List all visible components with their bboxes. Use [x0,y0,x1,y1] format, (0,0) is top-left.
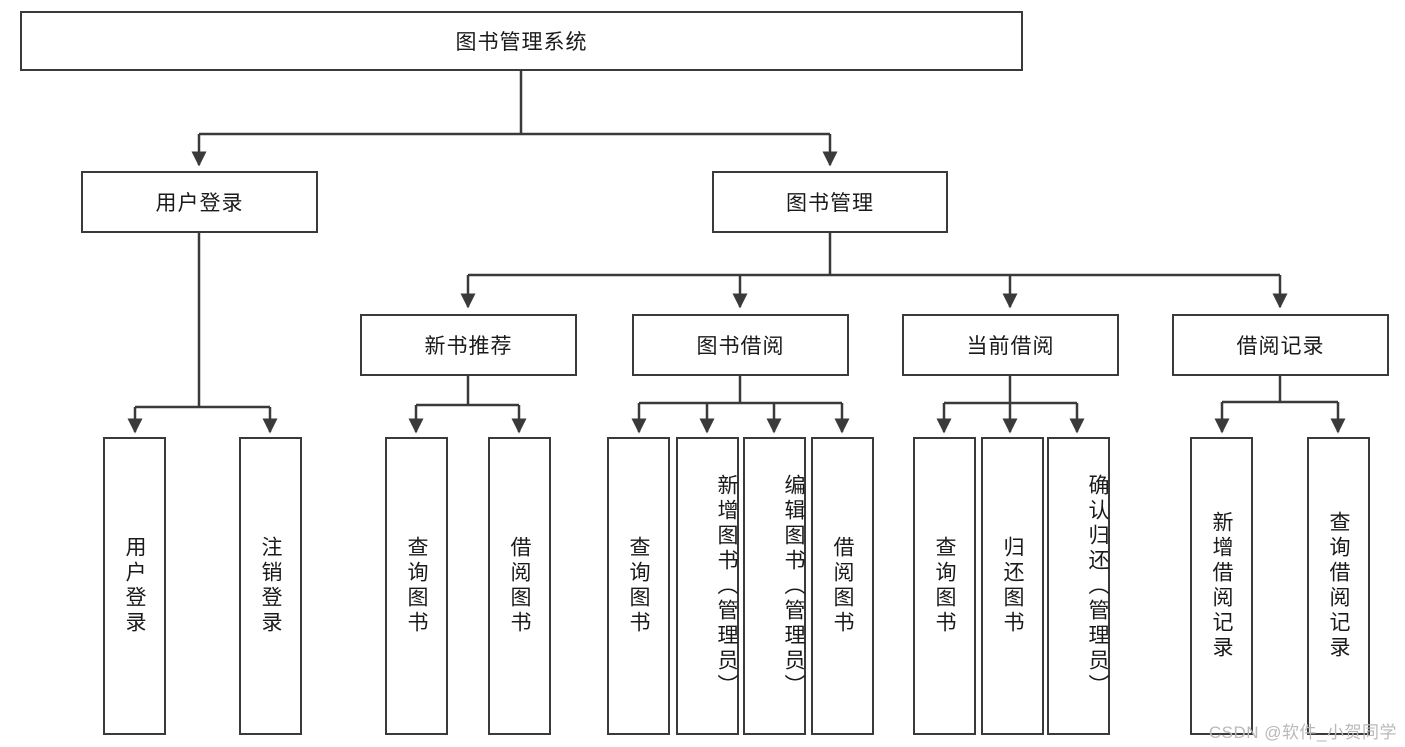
node-label: 图书管理系统 [455,31,588,54]
watermark: CSDN @软件_小贺同学 [1208,723,1397,742]
leaf-borrow-record-query-record[interactable]: 查询借阅记录 [1307,437,1370,735]
leaf-new-book-borrow-book[interactable]: 借阅图书 [488,437,551,735]
node-current-borrow[interactable]: 当前借阅 [902,314,1119,376]
node-label: 查询图书 [933,536,956,636]
leaf-book-borrow-edit-book-admin[interactable]: 编辑图书（管理员） [743,437,806,735]
node-label: 用户登录 [155,192,244,215]
node-label: 用户登录 [123,536,146,636]
leaf-user-login-login[interactable]: 用户登录 [103,437,166,735]
node-label: 查询借阅记录 [1327,511,1350,661]
node-label: 查询图书 [405,536,428,636]
node-label: 借阅图书 [508,536,531,636]
node-borrow-record[interactable]: 借阅记录 [1172,314,1389,376]
leaf-current-borrow-return-book[interactable]: 归还图书 [981,437,1044,735]
node-label: 新书推荐 [424,335,513,358]
node-label: 借阅图书 [831,536,854,636]
node-label: 新增借阅记录 [1210,511,1233,661]
leaf-new-book-query-book[interactable]: 查询图书 [385,437,448,735]
node-book-management[interactable]: 图书管理 [712,171,948,233]
leaf-current-borrow-query-book[interactable]: 查询图书 [913,437,976,735]
node-label: 图书借阅 [696,335,785,358]
node-book-borrow[interactable]: 图书借阅 [632,314,849,376]
leaf-book-borrow-borrow-book[interactable]: 借阅图书 [811,437,874,735]
node-label: 注销登录 [259,536,282,636]
node-label: 借阅记录 [1236,335,1325,358]
node-label: 新增图书（管理员） [715,473,738,699]
leaf-user-login-logout[interactable]: 注销登录 [239,437,302,735]
node-new-book-recommend[interactable]: 新书推荐 [360,314,577,376]
leaf-book-borrow-query-book[interactable]: 查询图书 [607,437,670,735]
leaf-book-borrow-add-book-admin[interactable]: 新增图书（管理员） [676,437,739,735]
leaf-borrow-record-add-record[interactable]: 新增借阅记录 [1190,437,1253,735]
node-label: 查询图书 [627,536,650,636]
leaf-current-borrow-confirm-return-admin[interactable]: 确认归还（管理员） [1047,437,1110,735]
node-label: 归还图书 [1001,536,1024,636]
node-label: 编辑图书（管理员） [782,473,805,699]
node-label: 图书管理 [786,192,874,215]
node-user-login[interactable]: 用户登录 [81,171,318,233]
node-label: 确认归还（管理员） [1086,473,1109,699]
node-root-book-management-system[interactable]: 图书管理系统 [20,11,1023,71]
node-label: 当前借阅 [966,335,1055,358]
